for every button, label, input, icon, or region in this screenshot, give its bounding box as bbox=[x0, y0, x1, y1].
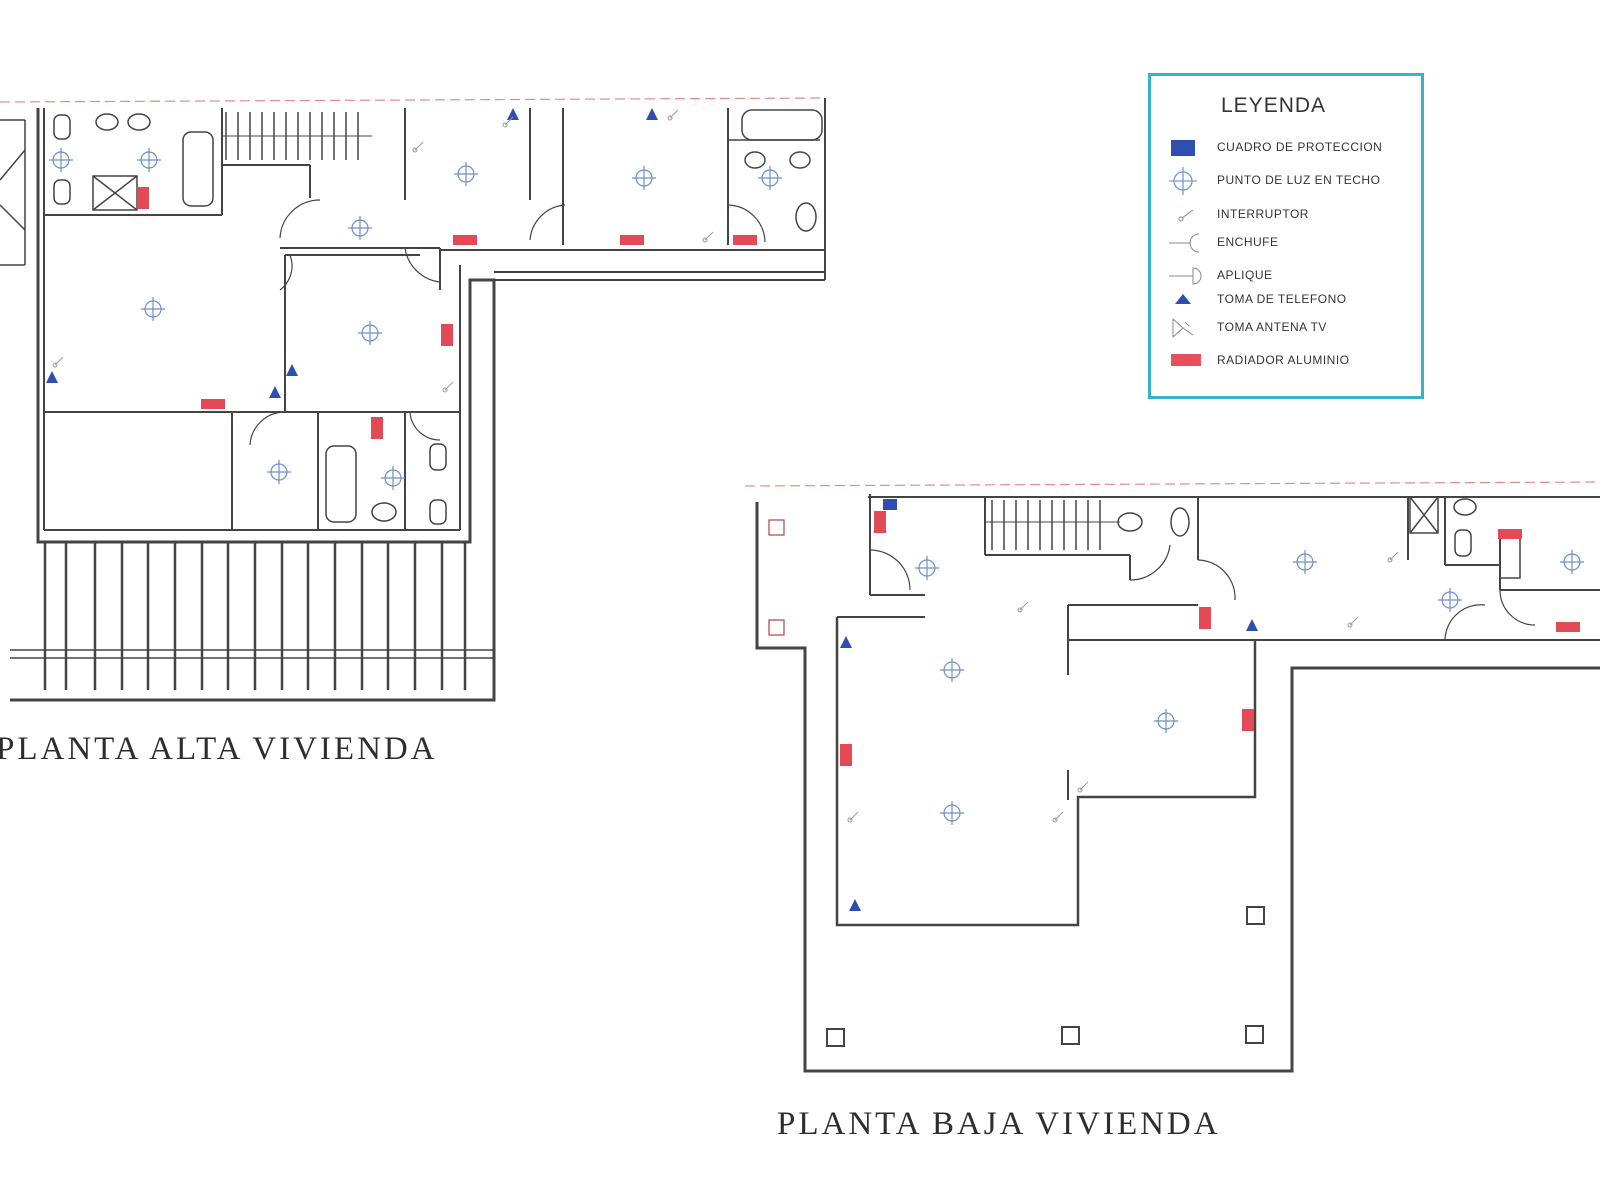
legend-label: PUNTO DE LUZ EN TECHO bbox=[1217, 173, 1381, 187]
upper-floor-symbols bbox=[46, 108, 783, 491]
upper-floor-title: PLANTA ALTA VIVIENDA bbox=[0, 731, 438, 767]
switch-icon bbox=[1178, 209, 1194, 222]
lower-floor-symbols bbox=[840, 499, 1585, 911]
legend-item-tv-outlet: TOMA ANTENA TV bbox=[1151, 313, 1421, 343]
legend-label: INTERRUPTOR bbox=[1217, 207, 1309, 221]
lower-floor-plan bbox=[744, 481, 1600, 1073]
legend-panel: LEYENDA CUADRO DE PROTECCION PUNTO DE LU… bbox=[1148, 73, 1424, 399]
radiator-icon bbox=[1171, 354, 1201, 366]
protection-panel-icon bbox=[1171, 140, 1195, 156]
legend-item-wall-light: APLIQUE bbox=[1151, 261, 1421, 291]
phone-outlet-icon bbox=[1175, 294, 1191, 304]
lower-floor-title: PLANTA BAJA VIVIENDA bbox=[777, 1106, 1221, 1142]
legend-item-switch: INTERRUPTOR bbox=[1151, 200, 1421, 230]
legend-item-phone-outlet: TOMA DE TELEFONO bbox=[1151, 285, 1421, 315]
legend-label: APLIQUE bbox=[1217, 268, 1273, 282]
legend-item-socket: ENCHUFE bbox=[1151, 228, 1421, 258]
wall-light-icon bbox=[1169, 267, 1202, 285]
legend-label: RADIADOR ALUMINIO bbox=[1217, 353, 1350, 367]
legend-item-protection-panel: CUADRO DE PROTECCION bbox=[1151, 133, 1421, 163]
legend-label: TOMA ANTENA TV bbox=[1217, 320, 1327, 334]
legend-title: LEYENDA bbox=[1221, 94, 1327, 117]
legend-item-ceiling-light: PUNTO DE LUZ EN TECHO bbox=[1151, 166, 1421, 196]
tv-outlet-icon bbox=[1172, 317, 1194, 339]
ceiling-light-icon bbox=[1169, 167, 1197, 195]
upper-floor-plan bbox=[0, 97, 826, 702]
legend-label: CUADRO DE PROTECCION bbox=[1217, 140, 1383, 154]
legend-item-radiator: RADIADOR ALUMINIO bbox=[1151, 346, 1421, 376]
legend-label: TOMA DE TELEFONO bbox=[1217, 292, 1347, 306]
legend-label: ENCHUFE bbox=[1217, 235, 1279, 249]
socket-icon bbox=[1169, 233, 1200, 253]
